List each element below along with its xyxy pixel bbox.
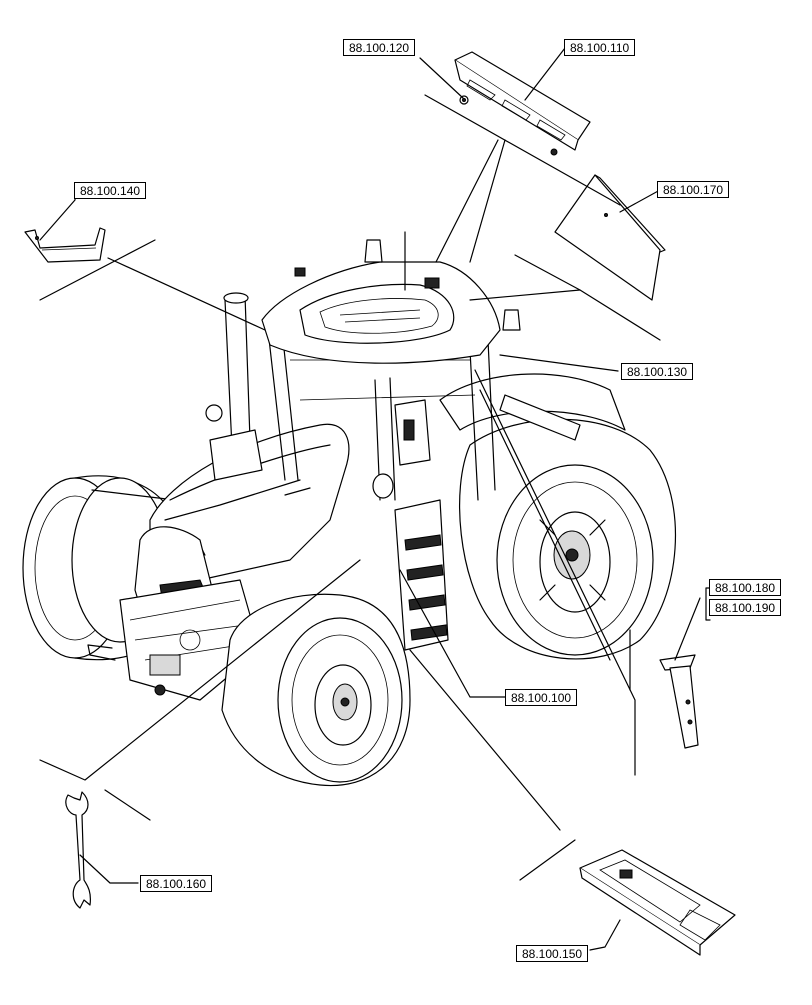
rear-right-tire [458,418,676,660]
callout-88-100-110[interactable]: 88.100.110 [564,39,636,56]
part-88-100-150 [579,849,736,956]
front-right-tire [221,593,411,787]
part-88-100-180 [659,654,699,749]
callout-88-100-150[interactable]: 88.100.150 [516,945,589,962]
callout-88-100-120[interactable]: 88.100.120 [343,39,416,56]
part-88-100-160 [65,791,91,909]
callout-88-100-100[interactable]: 88.100.100 [505,689,578,706]
callout-88-100-170[interactable]: 88.100.170 [657,181,730,198]
part-88-100-140 [24,227,106,263]
part-88-100-120 [459,95,469,105]
rear-fender [439,373,626,441]
cab-steps [394,499,449,651]
callout-88-100-190[interactable]: 88.100.190 [709,599,782,616]
exhaust-stack [205,292,263,481]
callout-88-100-130[interactable]: 88.100.130 [621,363,694,380]
callout-88-100-140[interactable]: 88.100.140 [74,182,147,199]
part-88-100-170 [554,174,666,301]
tractor-illustration [22,239,676,787]
callout-88-100-180[interactable]: 88.100.180 [709,579,782,596]
cab-roof [261,239,521,364]
leader-lines [39,47,711,951]
part-88-100-110 [454,51,591,156]
front-chassis [87,579,261,701]
callout-88-100-160[interactable]: 88.100.160 [140,875,213,892]
